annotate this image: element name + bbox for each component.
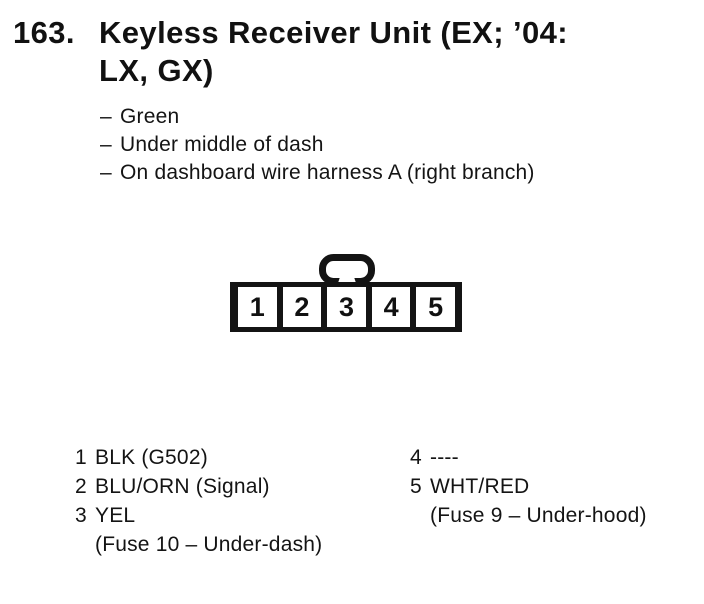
connector-body: 1 2 3 4 5	[230, 282, 462, 332]
legend-entry: 4 ----	[410, 443, 647, 472]
legend-entry: 2 BLU/ORN (Signal)	[75, 472, 322, 501]
note-line: –Under middle of dash	[100, 131, 535, 159]
legend-entry: 3 YEL	[75, 501, 322, 530]
note-text: Green	[120, 105, 180, 128]
legend-entry: 1 BLK (G502)	[75, 443, 322, 472]
title-line-1: Keyless Receiver Unit (EX; ’04:	[99, 15, 568, 50]
section-title: 163. Keyless Receiver Unit (EX; ’04: LX,…	[13, 14, 568, 90]
legend-entry: 5 WHT/RED	[410, 472, 647, 501]
legend-pin-number: 5	[410, 475, 422, 498]
note-text: On dashboard wire harness A (right branc…	[120, 161, 535, 184]
pin-legend-left: 1 BLK (G502) 2 BLU/ORN (Signal) 3 YEL (Fuse…	[75, 443, 322, 559]
pin-legend-right: 4 ---- 5 WHT/RED (Fuse 9 – Under-hood)	[410, 443, 647, 530]
title-line-2: LX, GX)	[99, 53, 214, 88]
legend-pin-number: 2	[75, 475, 87, 498]
section-number: 163.	[13, 15, 75, 50]
section-title-text: Keyless Receiver Unit (EX; ’04: LX, GX)	[99, 14, 568, 90]
legend-pin-number: 4	[410, 446, 422, 469]
legend-wire: ----	[430, 446, 459, 469]
note-line: –On dashboard wire harness A (right bran…	[100, 159, 535, 187]
pin-cell-1: 1	[238, 287, 277, 327]
note-line: –Green	[100, 103, 535, 131]
legend-detail: (Fuse 9 – Under-hood)	[430, 504, 647, 527]
pin-cell-5: 5	[416, 287, 455, 327]
legend-wire: BLU/ORN (Signal)	[95, 475, 270, 498]
pin-cell-2: 2	[282, 287, 322, 327]
dash-bullet: –	[100, 133, 112, 156]
legend-detail: (Fuse 10 – Under-dash)	[95, 533, 323, 556]
note-text: Under middle of dash	[120, 133, 324, 156]
legend-wire: YEL	[95, 504, 136, 527]
legend-pin-number: 3	[75, 504, 87, 527]
legend-wire: BLK (G502)	[95, 446, 208, 469]
pin-cell-4: 4	[371, 287, 411, 327]
legend-wire: WHT/RED	[430, 475, 530, 498]
location-notes: –Green –Under middle of dash –On dashboa…	[100, 103, 535, 187]
pin-cell-3: 3	[327, 287, 366, 327]
legend-pin-number: 1	[75, 446, 87, 469]
dash-bullet: –	[100, 161, 112, 184]
dash-bullet: –	[100, 105, 112, 128]
connector-latch-icon	[319, 254, 375, 290]
